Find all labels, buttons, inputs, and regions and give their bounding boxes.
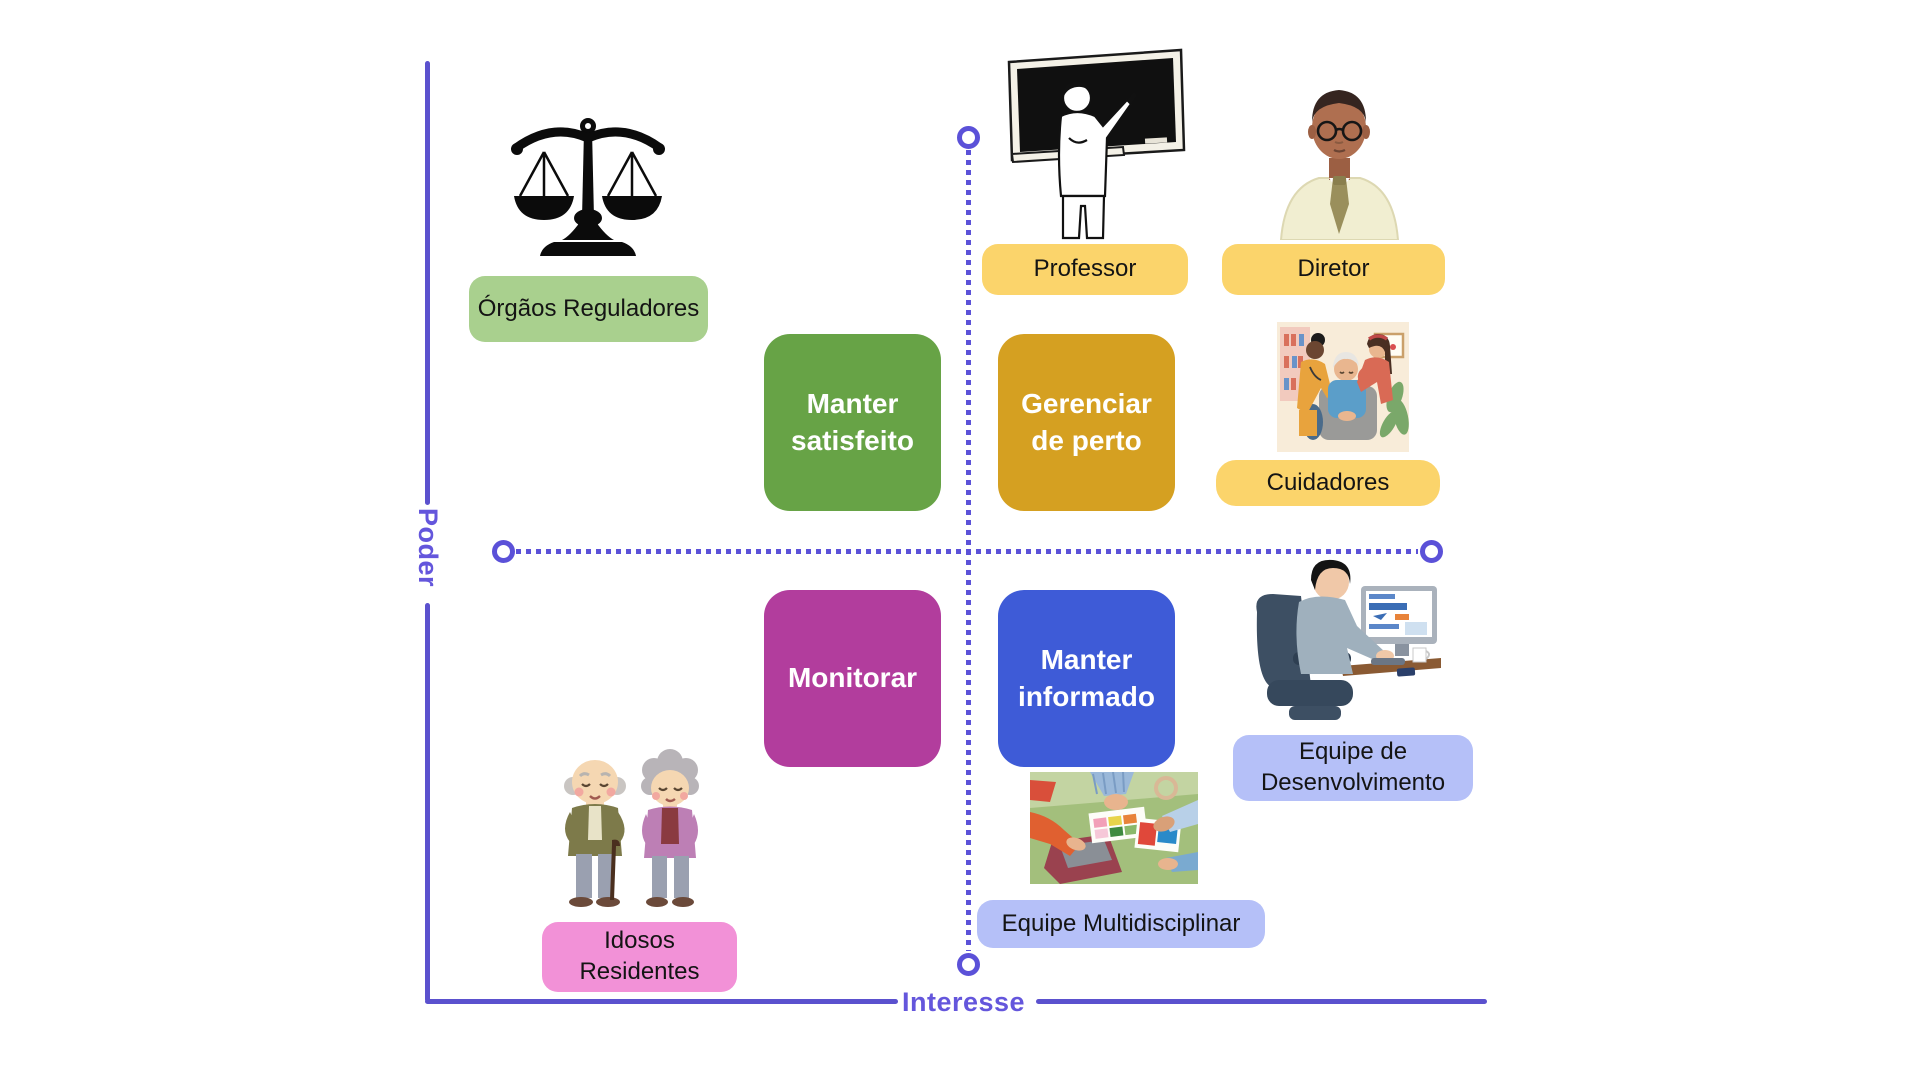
director-portrait-icon — [1267, 76, 1412, 240]
y-axis-label: Poder — [413, 508, 443, 588]
team-around-table-icon — [1030, 772, 1198, 884]
quadrant-gerenciar-de-perto: Gerenciar de perto — [998, 334, 1175, 511]
power-midline-dotted — [966, 150, 971, 951]
x-axis-label: Interesse — [902, 987, 1026, 1017]
chip-orgaos-reguladores: Órgãos Reguladores — [469, 276, 708, 342]
caregivers-with-elder-icon — [1277, 322, 1409, 452]
midline-right-node — [1420, 540, 1443, 563]
chip-professor: Professor — [982, 244, 1188, 295]
y-axis-line-top — [425, 61, 430, 505]
quadrant-monitorar: Monitorar — [764, 590, 941, 767]
chip-idosos-residentes: Idosos Residentes — [542, 922, 737, 992]
chip-equipe-desenvolvimento: Equipe de Desenvolvimento — [1233, 735, 1473, 801]
scales-of-justice-icon — [500, 114, 676, 264]
midline-left-node — [492, 540, 515, 563]
y-axis-line-bottom — [425, 603, 430, 1002]
chip-equipe-multidisciplinar: Equipe Multidisciplinar — [977, 900, 1265, 948]
quadrant-manter-informado: Manter informado — [998, 590, 1175, 767]
x-axis-line-right — [1036, 999, 1487, 1004]
x-axis-line-left — [425, 999, 898, 1004]
elderly-couple-icon — [550, 744, 720, 918]
teacher-blackboard-icon — [1003, 46, 1188, 242]
midline-top-node — [957, 126, 980, 149]
developer-at-desk-icon — [1245, 556, 1445, 726]
midline-bottom-node — [957, 953, 980, 976]
chip-cuidadores: Cuidadores — [1216, 460, 1440, 506]
chip-diretor: Diretor — [1222, 244, 1445, 295]
quadrant-manter-satisfeito: Manter satisfeito — [764, 334, 941, 511]
